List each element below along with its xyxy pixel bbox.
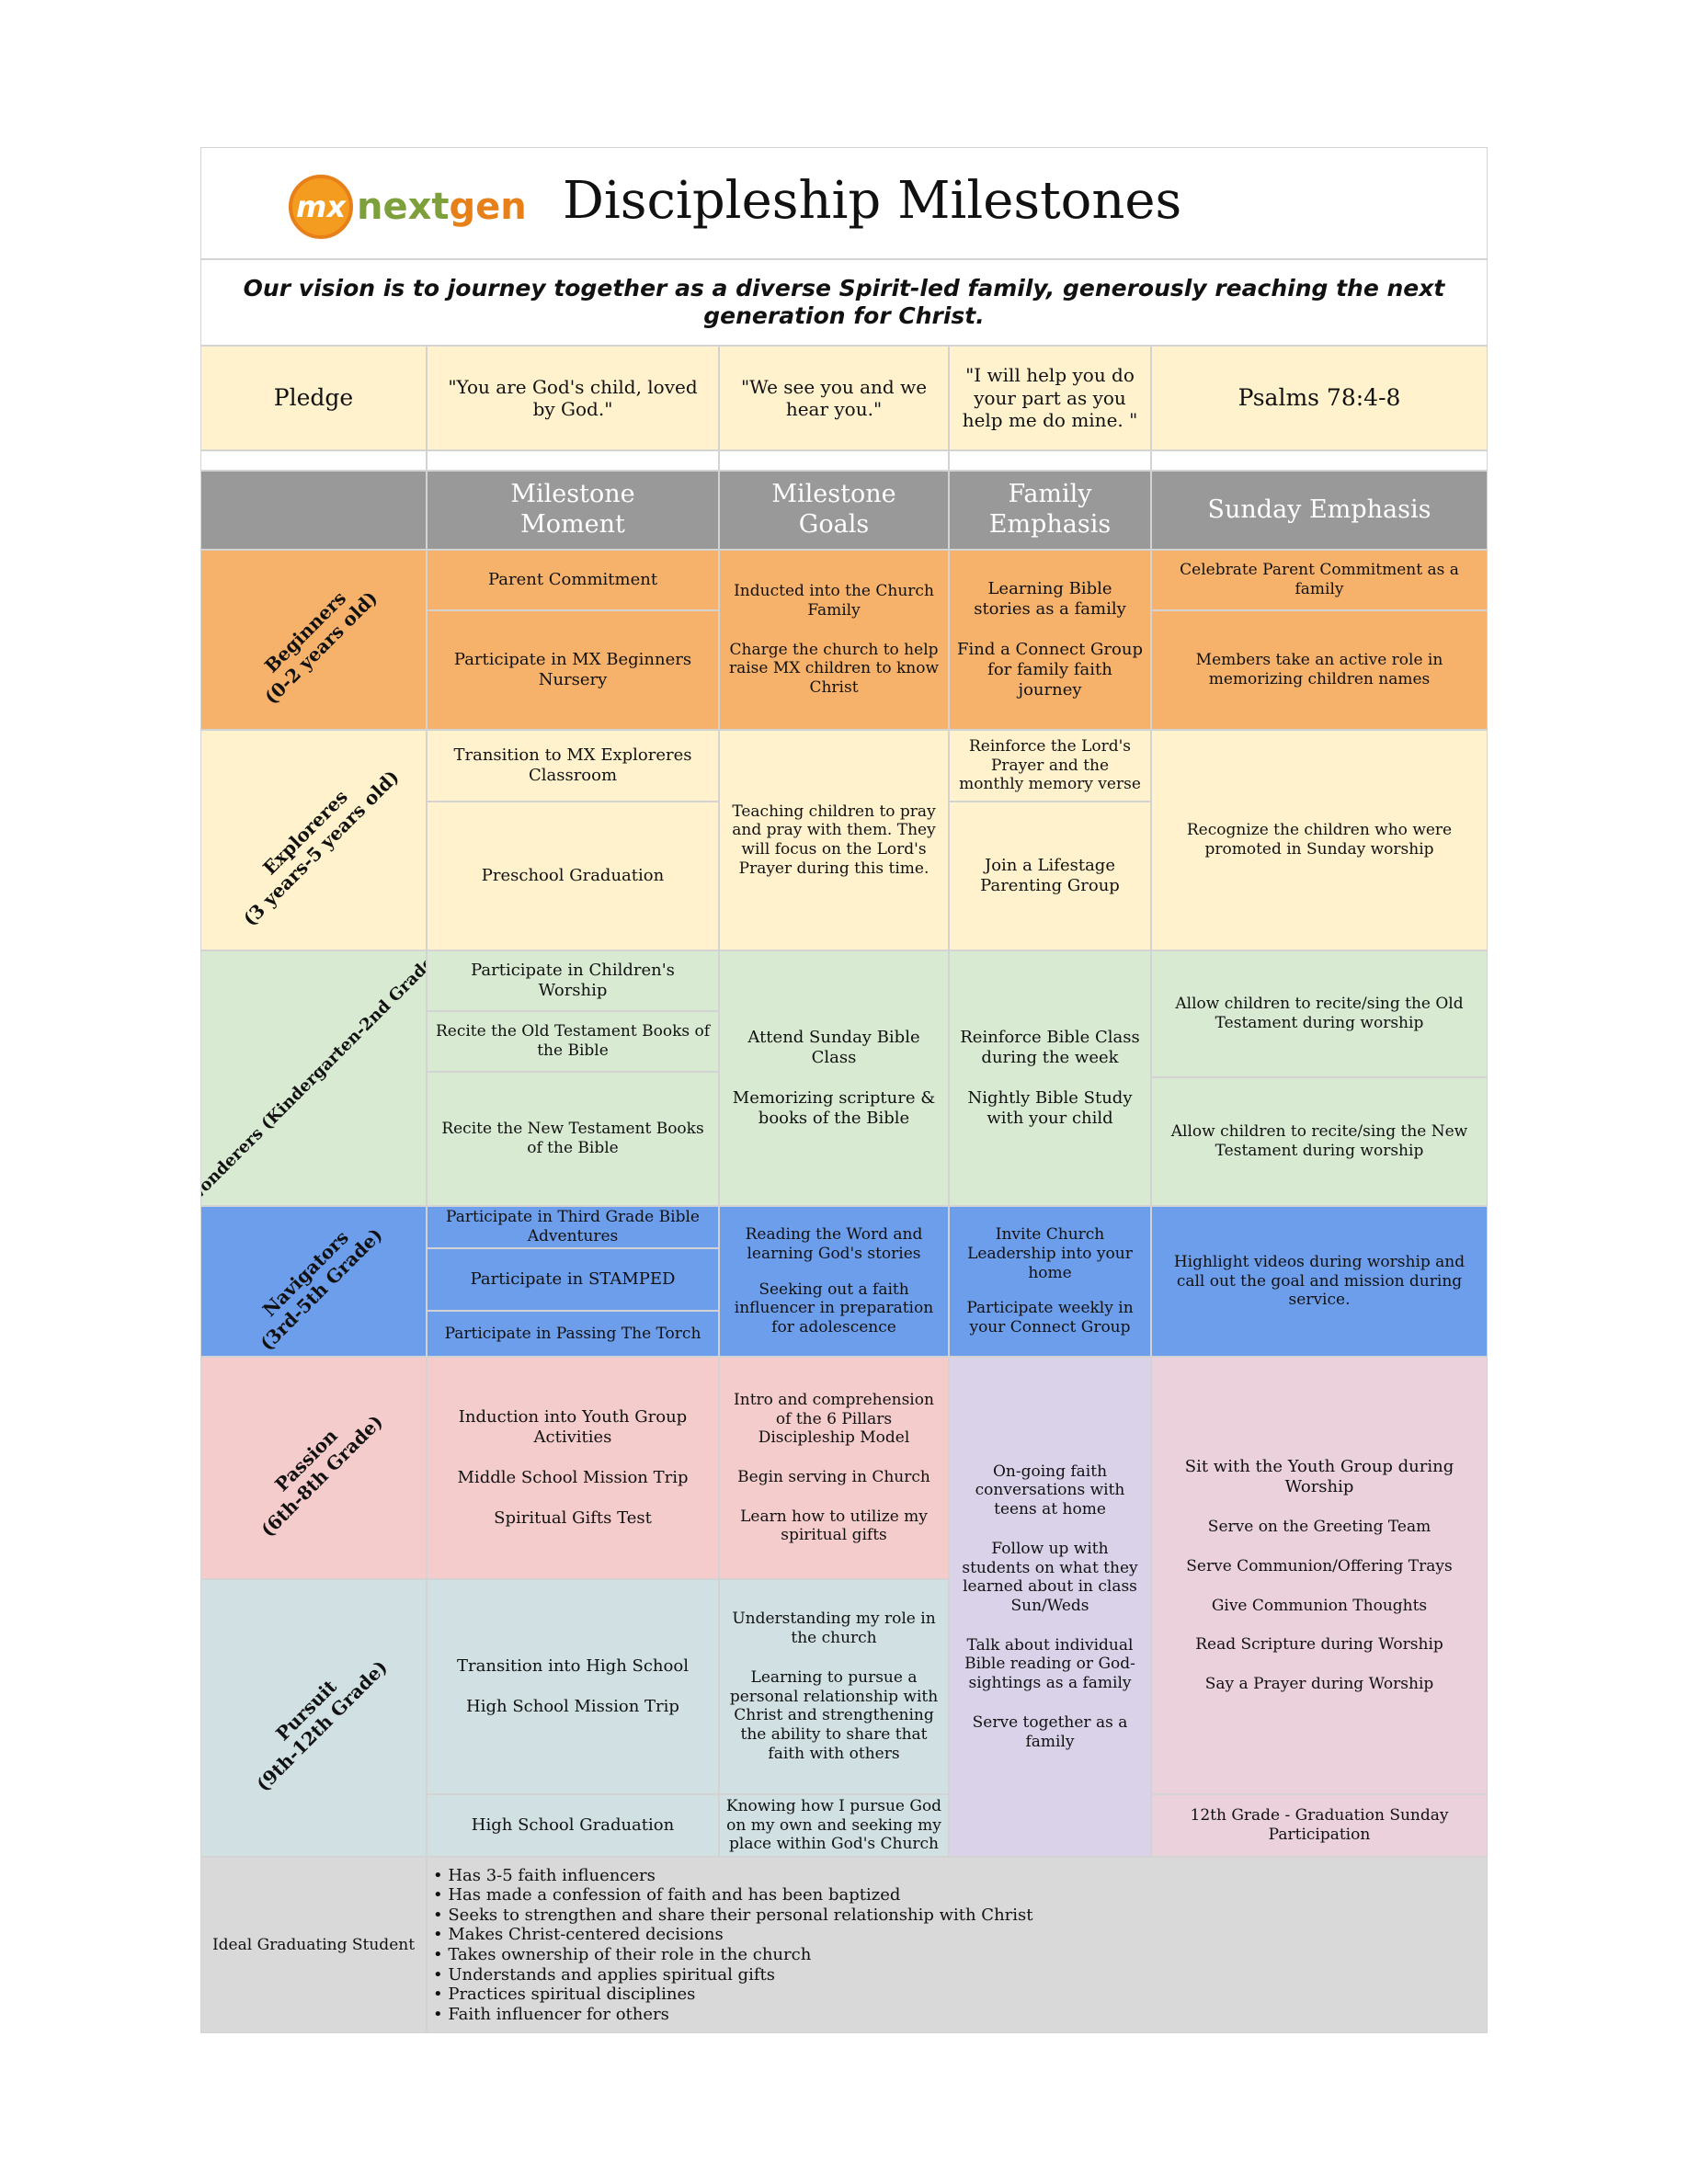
column-header-blank — [200, 471, 427, 550]
column-header-moment: Milestone Moment — [427, 471, 719, 550]
page-title: Discipleship Milestones — [563, 171, 1182, 231]
list-item: • Understands and applies spiritual gift… — [433, 1964, 775, 1985]
navigators-moment-3: Participate in Passing The Torch — [427, 1311, 719, 1357]
passion-moments: Induction into Youth Group Activities Mi… — [427, 1357, 719, 1579]
pursuit-goals: Understanding my role in the church Lear… — [719, 1579, 949, 1794]
spacer-cell — [1151, 450, 1488, 471]
beginners-sunday-2: Members take an active role in memorizin… — [1151, 610, 1488, 730]
list-item: • Makes Christ-centered decisions — [433, 1925, 724, 1945]
navigators-sunday: Highlight videos during worship and call… — [1151, 1206, 1488, 1357]
pledge-quote-2: "We see you and we hear you." — [719, 346, 949, 450]
graduation-sunday: 12th Grade - Graduation Sunday Participa… — [1151, 1794, 1488, 1857]
explorers-family-2: Join a Lifestage Parenting Group — [949, 802, 1151, 950]
wonderers-moment-3: Recite the New Testament Books of the Bi… — [427, 1072, 719, 1206]
list-item: • Has made a confession of faith and has… — [433, 1885, 901, 1905]
passion-goals: Intro and comprehension of the 6 Pillars… — [719, 1357, 949, 1579]
pursuit-moment-graduation: High School Graduation — [427, 1794, 719, 1857]
list-item: • Has 3-5 faith influencers — [433, 1865, 656, 1885]
stage-beginners: Beginners(0-2 years old) — [200, 550, 427, 730]
explorers-family-1: Reinforce the Lord's Prayer and the mont… — [949, 730, 1151, 802]
list-item: • Practices spiritual disciplines — [433, 1985, 696, 2005]
wonderers-moment-2: Recite the Old Testament Books of the Bi… — [427, 1011, 719, 1072]
stage-label: Exploreres(3 years-5 years old) — [239, 766, 404, 930]
stage-label: Wonderers (Kindergarten-2nd Grade) — [200, 950, 427, 1206]
pledge-quote-1: "You are God's child, loved by God." — [427, 346, 719, 450]
list-item: • Takes ownership of their role in the c… — [433, 1945, 812, 1964]
pledge-quote-3: "I will help you do your part as you hel… — [949, 346, 1151, 450]
stage-pursuit: Pursuit(9th-12th Grade) — [200, 1579, 427, 1857]
list-item: • Faith influencer for others — [433, 2004, 669, 2024]
spacer-cell — [719, 450, 949, 471]
stage-navigators: Navigators(3rd-5th Grade) — [200, 1206, 427, 1357]
wonderers-sunday-1: Allow children to recite/sing the Old Te… — [1151, 950, 1488, 1077]
column-header-sunday: Sunday Emphasis — [1151, 471, 1488, 550]
explorers-moment-1: Transition to MX Exploreres Classroom — [427, 730, 719, 802]
beginners-sunday-1: Celebrate Parent Commitment as a family — [1151, 550, 1488, 610]
spacer-cell — [427, 450, 719, 471]
pursuit-goal-3: Knowing how I pursue God on my own and s… — [719, 1794, 949, 1857]
beginners-moment-2: Participate in MX Beginners Nursery — [427, 610, 719, 730]
navigators-goals: Reading the Word and learning God's stor… — [719, 1206, 949, 1357]
milestones-table: mx nextgen Discipleship Milestones Our v… — [200, 147, 1488, 2033]
column-header-family: Family Emphasis — [949, 471, 1151, 550]
graduate-label: Ideal Graduating Student — [200, 1857, 427, 2033]
navigators-moment-1: Participate in Third Grade Bible Adventu… — [427, 1206, 719, 1248]
column-header-goals: Milestone Goals — [719, 471, 949, 550]
stage-label: Beginners(0-2 years old) — [260, 586, 382, 709]
stage-label: Pursuit(9th-12th Grade) — [251, 1655, 392, 1796]
teens-sunday-emphasis: Sit with the Youth Group during Worship … — [1151, 1357, 1488, 1794]
mx-logo-icon: mx — [289, 175, 353, 239]
logo-wordmark: nextgen — [357, 186, 527, 228]
pledge-label: Pledge — [200, 346, 427, 450]
explorers-sunday: Recognize the children who were promoted… — [1151, 730, 1488, 950]
explorers-goals: Teaching children to pray and pray with … — [719, 730, 949, 950]
pursuit-moments: Transition into High School High School … — [427, 1579, 719, 1794]
vision-statement: Our vision is to journey together as a d… — [200, 259, 1488, 346]
spacer-cell — [200, 450, 427, 471]
teens-family-emphasis: On-going faith conversations with teens … — [949, 1357, 1151, 1857]
wonderers-sunday-2: Allow children to recite/sing the New Te… — [1151, 1077, 1488, 1206]
stage-wonderers: Wonderers (Kindergarten-2nd Grade) — [200, 950, 427, 1206]
wonderers-moment-1: Participate in Children's Worship — [427, 950, 719, 1011]
beginners-moment-1: Parent Commitment — [427, 550, 719, 610]
list-item: • Seeks to strengthen and share their pe… — [433, 1905, 1033, 1925]
pledge-verse: Psalms 78:4-8 — [1151, 346, 1488, 450]
stage-label: Passion(6th-8th Grade) — [256, 1410, 387, 1541]
navigators-moment-2: Participate in STAMPED — [427, 1248, 719, 1311]
spacer-cell — [949, 450, 1151, 471]
graduate-traits-list: • Has 3-5 faith influencers • Has made a… — [427, 1857, 1488, 2033]
stage-explorers: Exploreres(3 years-5 years old) — [200, 730, 427, 950]
explorers-moment-2: Preschool Graduation — [427, 802, 719, 950]
nextgen-logo: mx nextgen — [289, 175, 527, 239]
header-row — [200, 147, 1488, 259]
stage-passion: Passion(6th-8th Grade) — [200, 1357, 427, 1579]
stage-label: Navigators(3rd-5th Grade) — [256, 1223, 387, 1355]
